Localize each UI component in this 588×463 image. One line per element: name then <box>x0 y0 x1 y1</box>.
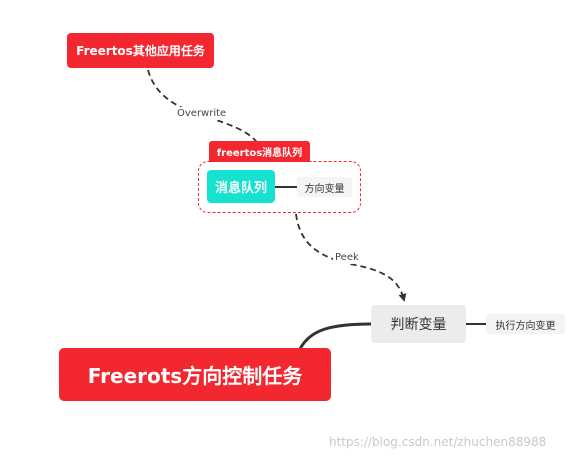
node-other-application-task[interactable]: Freertos其他应用任务 <box>67 33 214 68</box>
node-message-queue-label: 消息队列 <box>214 181 267 196</box>
queue-boundary-title[interactable]: freertos消息队列 <box>209 141 310 162</box>
control-task-to-judge-branch <box>298 322 372 350</box>
node-direction-control-task[interactable]: Freerots方向控制任务 <box>59 348 331 401</box>
node-other-application-task-label: Freertos其他应用任务 <box>76 44 205 58</box>
node-judge-variable[interactable]: 判断变量 <box>371 305 466 343</box>
node-direction-variable[interactable]: 方向变量 <box>297 177 352 197</box>
queue-boundary-title-text: freertos消息队列 <box>216 148 303 159</box>
node-direction-control-task-label: Freerots方向控制任务 <box>87 364 303 388</box>
node-judge-variable-label: 判断变量 <box>390 317 447 333</box>
node-execute-direction-change[interactable]: 执行方向变更 <box>486 314 565 334</box>
watermark: https://blog.csdn.net/zhuchen88988 <box>329 435 547 449</box>
edge-label-overwrite: Overwrite <box>175 107 229 120</box>
queue-boundary[interactable] <box>198 161 361 213</box>
node-execute-direction-change-label: 执行方向变更 <box>495 320 556 332</box>
node-direction-variable-label: 方向变量 <box>304 183 345 195</box>
peek-arrow <box>295 213 407 302</box>
edge-label-peek: Peek <box>333 251 361 264</box>
node-message-queue[interactable]: 消息队列 <box>207 170 275 203</box>
